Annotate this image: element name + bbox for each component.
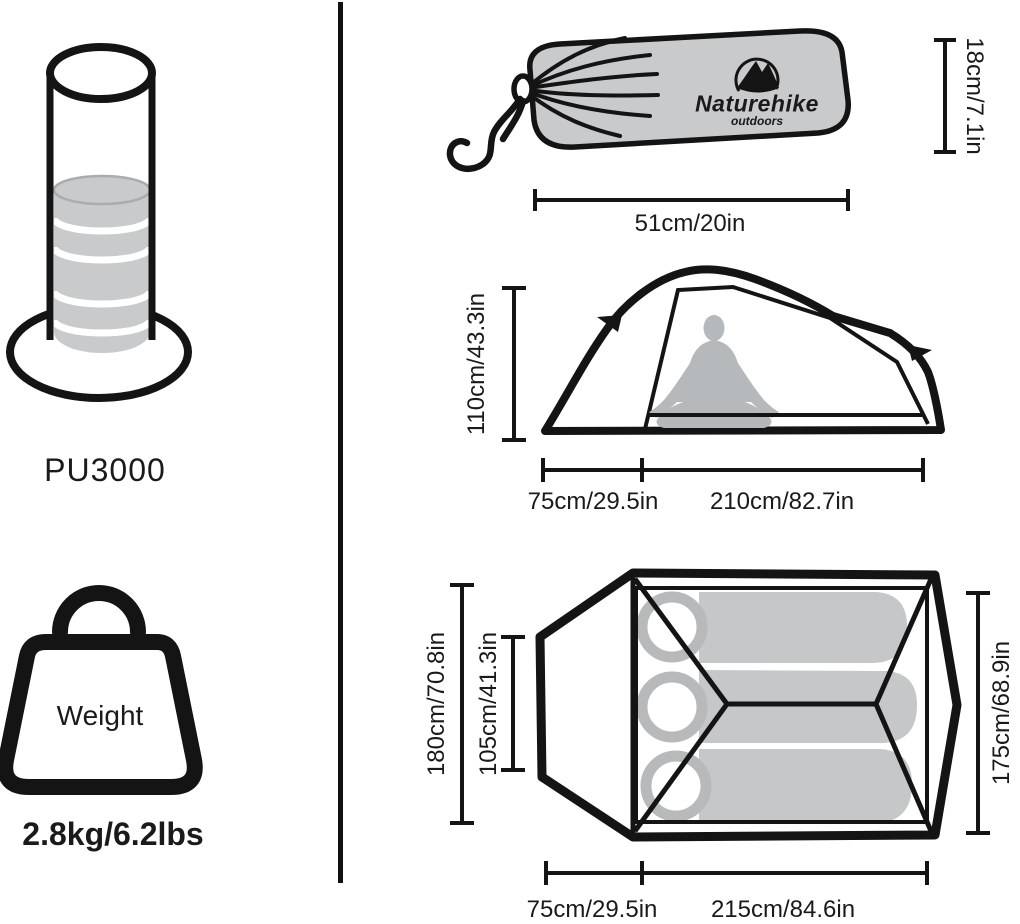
topview-outer-width-dim-label: 180cm/70.8in: [423, 631, 450, 777]
tent-height-dim-label: 110cm/43.3in: [463, 292, 490, 436]
drawstring-gathers: [527, 36, 660, 138]
mountain-icon: [734, 57, 780, 93]
topview-right-width-dim-label: 175cm/68.9in: [988, 640, 1015, 786]
weight-icon-label: Weight: [56, 700, 144, 731]
waterproof-cylinder-icon: [6, 43, 192, 402]
weight-handle: [52, 585, 146, 640]
sleeping-pads: [699, 592, 918, 823]
topview-inner-width-dim-label: 105cm/41.3in: [475, 631, 502, 777]
side-vestibule-dim-label: 75cm/29.5in: [527, 488, 659, 515]
tent-outer-shell: [541, 265, 945, 435]
top-right-width-dim-line: [966, 591, 990, 835]
brand-name: Naturehike: [695, 90, 819, 117]
side-height-dim-line: [502, 286, 526, 442]
inner-tent-outline: [643, 284, 930, 430]
ridge-lines: [632, 577, 934, 833]
bag-length-dim-label: 51cm/20in: [634, 210, 746, 237]
side-length-dim-line: [541, 458, 925, 482]
brand-tagline: outdoors: [731, 114, 783, 128]
water-surface: [52, 174, 152, 206]
drawstring-cord: [446, 95, 527, 173]
top-inner-width-dim-line: [501, 635, 525, 772]
weight-body: [0, 634, 203, 795]
top-length-dim-line: [544, 861, 929, 885]
person-silhouette: [649, 315, 779, 428]
weight-value: 2.8kg/6.2lbs: [22, 816, 204, 852]
right-guyout-tab: [908, 345, 932, 361]
water-bands: [50, 217, 154, 337]
bag-length-dim-line: [533, 189, 850, 211]
cylinder-top-opening: [46, 43, 156, 103]
topview-vestibule-dim-label: 75cm/29.5in: [526, 896, 658, 923]
topview-length-dim-label: 215cm/84.6in: [710, 896, 856, 923]
side-length-dim-label: 210cm/82.7in: [709, 488, 855, 515]
tent-top-view: [450, 568, 990, 885]
bag-height-dim-label: 18cm/7.1in: [961, 37, 988, 155]
waterproof-rating-label: PU3000: [44, 452, 166, 488]
cylinder-walls: [46, 74, 156, 340]
weight-icon: [0, 585, 203, 795]
bag-height-dim-line: [934, 38, 956, 154]
vertical-divider: [338, 2, 343, 883]
left-guyout-tab: [597, 315, 622, 332]
stuff-sack-body: [527, 28, 851, 150]
tent-side-view: [502, 265, 945, 482]
stuff-sack-diagram: [446, 28, 956, 211]
top-outer-width-dim-line: [450, 583, 474, 825]
